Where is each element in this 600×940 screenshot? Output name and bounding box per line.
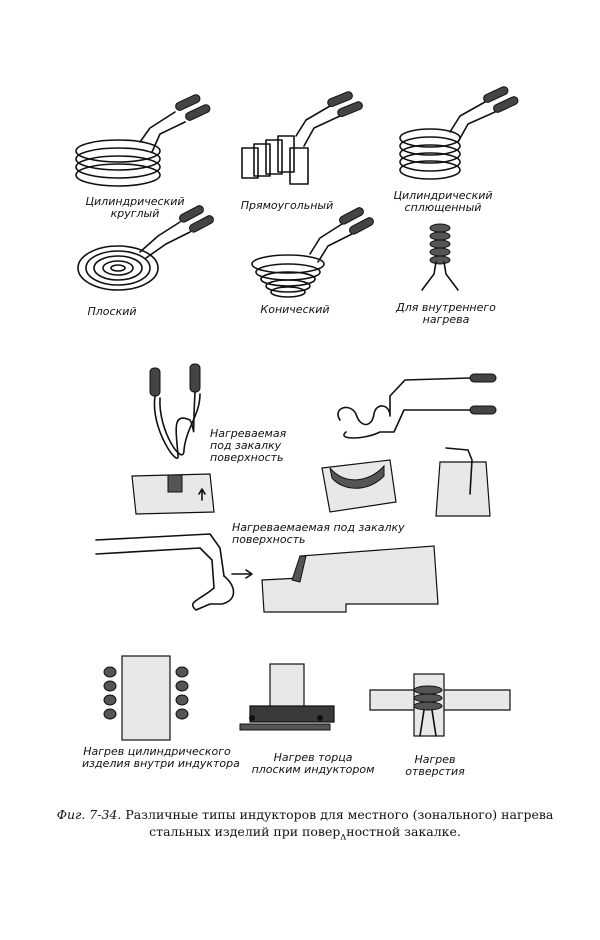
inductor-internal	[421, 223, 459, 291]
caption-mark: ʌ	[340, 830, 347, 843]
label-flat: Плоский	[87, 305, 137, 318]
illustration-hole-heating	[369, 673, 511, 737]
inductor-long-hairpin	[321, 373, 497, 513]
label-heated-surface-1: Нагреваемая под закалку поверхность	[210, 427, 287, 464]
inductor-flat	[77, 203, 216, 291]
label-rectangular: Прямоугольный	[240, 199, 334, 212]
inductor-side-bracket	[435, 447, 491, 517]
illustration-end-face	[239, 663, 335, 731]
inductor-cylindrical-flattened	[399, 84, 520, 180]
illustration-cylinder-in-inductor	[103, 655, 189, 741]
inductor-conical	[251, 205, 376, 298]
inductor-stepped-part	[95, 533, 439, 613]
caption-text: Различные типы индукторов для местного (…	[121, 807, 554, 839]
figure-caption: Фиг. 7-34. Различные типы индукторов для…	[40, 806, 570, 846]
inductor-illustrations	[75, 84, 520, 741]
figure-number: Фиг. 7-34.	[56, 807, 122, 822]
label-conical: Конический	[260, 303, 330, 316]
caption-tail: ностной закалке.	[346, 824, 461, 839]
inductor-rectangular	[241, 90, 365, 185]
inductor-hairpin-groove	[131, 363, 215, 515]
label-heated-surface-2: Нагреваемаемая под закалку поверхность	[232, 521, 405, 546]
inductor-cylindrical-round	[75, 92, 212, 187]
